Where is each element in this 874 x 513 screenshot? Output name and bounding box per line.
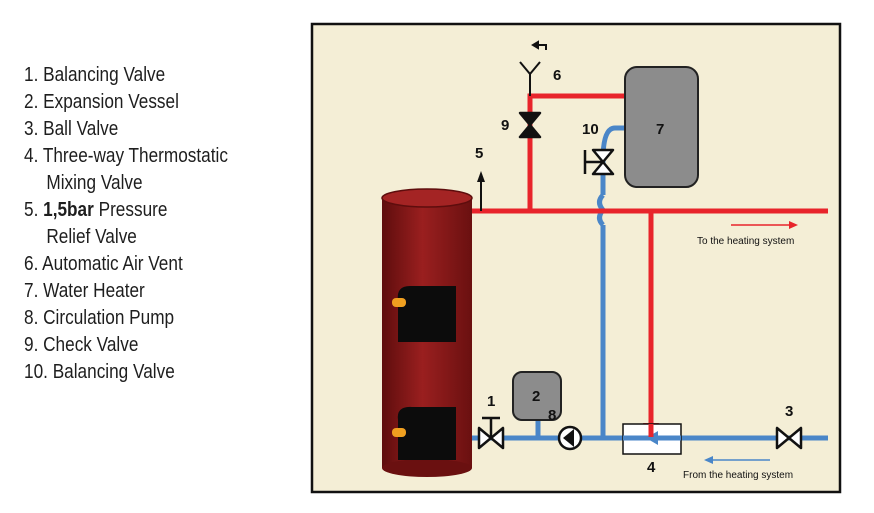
pressure-relief-arrow-icon [477,171,485,211]
boiler-window-bottom [397,406,456,460]
air-vent-icon [519,40,547,96]
caption-from-heating-system: From the heating system [683,470,793,481]
boiler-bottom [382,459,472,477]
legend-item-10: 10. Balancing Valve [24,361,175,383]
legend-list: 1. Balancing Valve 2. Expansion Vessel 3… [24,62,228,386]
legend-item-4: 4. Three-way Thermostatic [24,145,228,167]
ball-valve-icon [775,426,803,450]
balancing-valve-1-icon [477,416,505,450]
label-3: 3 [785,403,793,420]
label-6: 6 [553,67,561,84]
legend-item-7: 7. Water Heater [24,280,145,302]
expansion-vessel [512,371,562,421]
legend-item-6: 6. Automatic Air Vent [24,253,183,275]
label-1: 1 [487,393,495,410]
check-valve-icon [518,111,542,139]
water-heater [624,66,699,188]
label-8: 8 [548,407,556,424]
label-7: 7 [656,121,664,138]
legend-item-2: 2. Expansion Vessel [24,91,179,113]
label-5: 5 [475,145,483,162]
label-9: 9 [501,117,509,134]
legend-item-1: 1. Balancing Valve [24,64,166,86]
boiler-knob-top [392,298,406,307]
boiler-top [381,188,473,208]
legend-item-9: 9. Check Valve [24,334,139,356]
balancing-valve-10-icon [583,148,615,176]
label-10: 10 [582,121,599,138]
boiler-knob-bottom [392,428,406,437]
circulation-pump-icon [557,425,583,451]
legend-item-5: 5. 1,5bar Pressure [24,199,168,221]
label-4: 4 [647,459,656,476]
mixing-valve-icon [622,423,682,455]
boiler-window-top [397,285,456,342]
caption-to-heating-system: To the heating system [697,236,794,247]
boiler-tank [381,188,473,477]
label-2: 2 [532,388,540,405]
to-heating-arrow-icon [731,221,798,229]
legend-item-4-cont: Mixing Valve [46,172,143,194]
legend-item-8: 8. Circulation Pump [24,307,175,329]
from-heating-arrow-icon [704,456,770,464]
legend-item-5-cont: Relief Valve [46,226,137,248]
legend-item-3: 3. Ball Valve [24,118,119,140]
